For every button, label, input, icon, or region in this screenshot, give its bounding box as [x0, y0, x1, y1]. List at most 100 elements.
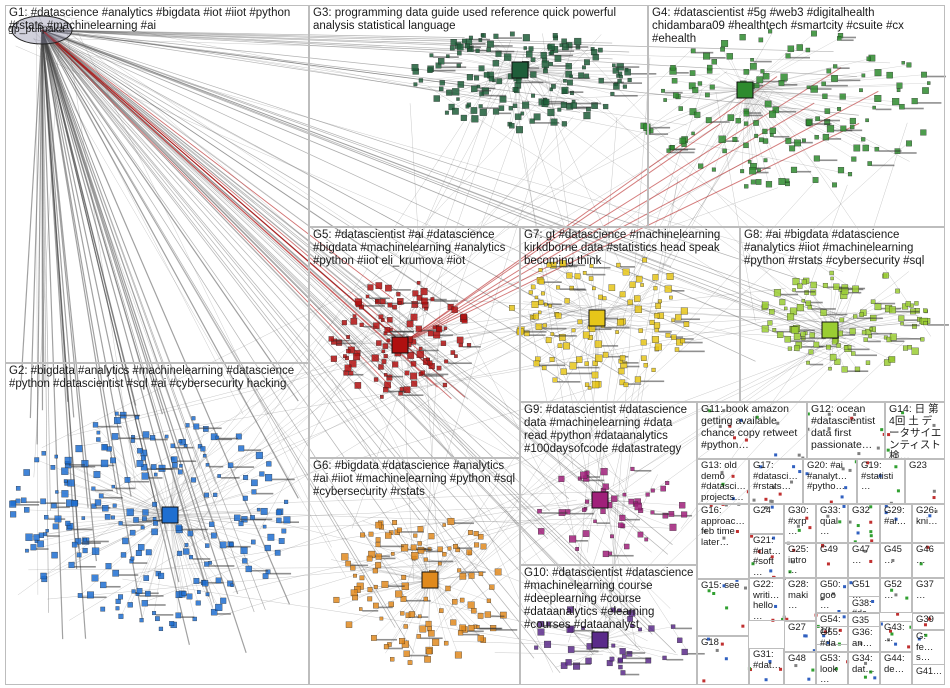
group-box-g21: G21: #dat… #soft…	[749, 534, 784, 578]
group-box-g45: G45…	[880, 543, 912, 578]
group-box-g9: G9: #datascientist #datascience data #ma…	[520, 402, 697, 565]
group-box-g8: G8: #ai #bigdata #datascience #analytics…	[740, 227, 945, 402]
group-box-g30: G30: #xrp…	[784, 504, 816, 543]
group-label-g45: G45…	[884, 545, 909, 566]
group-label-g48: G48	[788, 654, 813, 665]
group-box-g11: G11: book amazon getting available chanc…	[697, 402, 807, 459]
group-box-g44: G44: de…	[880, 652, 912, 685]
group-label-g44: G44: de…	[884, 654, 909, 675]
group-label-g13: G13: old demo #datasci… projects…	[701, 461, 746, 504]
group-box-g43: G43: …	[880, 621, 912, 652]
group-box-g46: G46…	[912, 543, 945, 578]
group-box-g24: G24	[749, 504, 784, 534]
group-label-g53: G53: look…	[820, 654, 845, 685]
group-label-g10: G10: #datascientist #datascience #machin…	[524, 567, 694, 632]
group-label-g26: G26: kni…	[916, 506, 942, 527]
group-label-g12: G12: ocean #datascientist data first pas…	[811, 404, 882, 451]
group-label-g9: G9: #datascientist #datascience data #ma…	[524, 404, 694, 456]
group-box-g18: G18	[697, 636, 749, 685]
group-label-g3: G3: programming data guide used referenc…	[313, 7, 645, 33]
group-label-g21: G21: #dat… #soft…	[753, 536, 781, 578]
group-label-g17: G17: #datasci… #rstats…	[753, 461, 800, 493]
group-label-g37: G37…	[916, 580, 942, 601]
group-label-g16: G16: approac… feb time later…	[701, 506, 746, 549]
group-label-g41: G41…	[916, 666, 942, 676]
group-box-g4: G4: #datascientist #5g #web3 #digitalhea…	[648, 5, 945, 227]
group-label-g20: G20: #ai #analyt… #pytho…	[807, 461, 854, 493]
group-box-g28: G28: maki…	[784, 578, 816, 621]
group-box-g10: G10: #datascientist #datascience #machin…	[520, 565, 697, 685]
group-label-g31: G31: #dat…	[753, 650, 781, 671]
group-box-g49: G49	[816, 543, 848, 578]
group-box-g50: G50: goo…	[816, 578, 848, 613]
group-box-g17: G17: #datasci… #rstats…	[749, 459, 803, 504]
group-box-g20: G20: #ai #analyt… #pytho…	[803, 459, 857, 504]
group-box-g26: G26: kni…	[912, 504, 945, 543]
group-box-g13: G13: old demo #datasci… projects…	[697, 459, 749, 504]
group-label-g46: G46…	[916, 545, 942, 566]
group-label-g36: G36: an…	[852, 628, 877, 649]
group-label-g55: G55: #da…	[820, 628, 845, 652]
group-box-g23: G23	[905, 459, 945, 504]
group-label-g11: G11: book amazon getting available chanc…	[701, 404, 804, 451]
group-label-g2: G2: #bigdata #analytics #machinelearning…	[9, 365, 306, 391]
group-box-g19: G19: #statisti…	[857, 459, 905, 504]
group-box-g53: G53: look…	[816, 652, 848, 685]
node-small-group	[896, 613, 899, 616]
group-label-g15: G15: see	[701, 581, 746, 592]
group-label-g39: G39…	[916, 615, 942, 630]
group-box-g32: G32	[848, 504, 880, 543]
group-box-g37: G37…	[912, 578, 945, 613]
group-box-g48: G48	[784, 652, 816, 685]
group-label-g24: G24	[753, 506, 781, 517]
group-box-g31: G31: #dat…	[749, 648, 784, 685]
group-box-g47: G47…	[848, 543, 880, 578]
group-label-g52: G52…	[884, 580, 909, 601]
group-label-g23: G23	[909, 461, 942, 472]
group-box-g1: G1: #datascience #analytics #bigdata #io…	[5, 5, 309, 363]
group-box-g52: G52…	[880, 578, 912, 613]
group-box-g7: G7: gt #datascience #machinelearning kir…	[520, 227, 740, 402]
group-box-g27: G27	[784, 621, 816, 652]
group-label-g8: G8: #ai #bigdata #datascience #analytics…	[744, 229, 942, 268]
group-label-g7: G7: gt #datascience #machinelearning kir…	[524, 229, 737, 268]
group-box-g25: G25: intro…	[784, 543, 816, 578]
group-label-g5: G5: #datascientist #ai #datascience #big…	[313, 229, 517, 268]
group-label-g19: G19: #statisti…	[861, 461, 902, 493]
group-label-g25: G25: intro…	[788, 545, 813, 577]
group-box-g41: G41…	[912, 664, 945, 685]
group-label-g29: G29: #ai…	[884, 506, 909, 527]
group-label-g34: G34: dat…	[852, 654, 877, 675]
group-label-g47: G47…	[852, 545, 877, 566]
group-box-g22: G22: writi… hello…	[749, 578, 784, 621]
group-box-g5: G5: #datascientist #ai #datascience #big…	[309, 227, 520, 458]
group-label-g33: G33: qual…	[820, 506, 845, 538]
group-label-g50: G50: goo…	[820, 580, 845, 612]
group-box-g15: G15: see	[697, 579, 749, 636]
group-label-gfs: G: fe… s…	[916, 632, 942, 664]
group-box-g34: G34: dat…	[848, 652, 880, 685]
group-label-g32: G32	[852, 506, 877, 517]
group-box-g39: G39…	[912, 613, 945, 630]
group-box-g36: G36: an…	[848, 626, 880, 652]
group-label-g14: G14: 日 第4回 土 データサイエンティスト検…	[889, 404, 942, 459]
group-label-g18: G18	[701, 638, 746, 649]
group-box-g3: G3: programming data guide used referenc…	[309, 5, 648, 227]
group-label-g49: G49	[820, 545, 845, 556]
group-label-g28: G28: maki…	[788, 580, 813, 612]
group-label-g38: G38: #da…	[852, 598, 877, 613]
group-label-g27: G27	[788, 623, 813, 634]
group-label-g43: G43: …	[884, 623, 909, 644]
group-box-g29: G29: #ai…	[880, 504, 912, 543]
group-box-g16: G16: approac… feb time later…	[697, 504, 749, 579]
group-label-g30: G30: #xrp…	[788, 506, 813, 538]
group-box-g14: G14: 日 第4回 土 データサイエンティスト検…	[885, 402, 945, 459]
group-box-g55: G55: #da…	[816, 626, 848, 652]
group-label-g6: G6: #bigdata #datascience #analytics #ai…	[313, 460, 517, 499]
group-box-g6: G6: #bigdata #datascience #analytics #ai…	[309, 458, 520, 685]
group-label-g1: G1: #datascience #analytics #bigdata #io…	[9, 7, 306, 33]
group-box-g38: G38: #da…	[848, 596, 880, 613]
group-box-g33: G33: qual…	[816, 504, 848, 543]
group-label-g22: G22: writi… hello…	[753, 580, 781, 621]
